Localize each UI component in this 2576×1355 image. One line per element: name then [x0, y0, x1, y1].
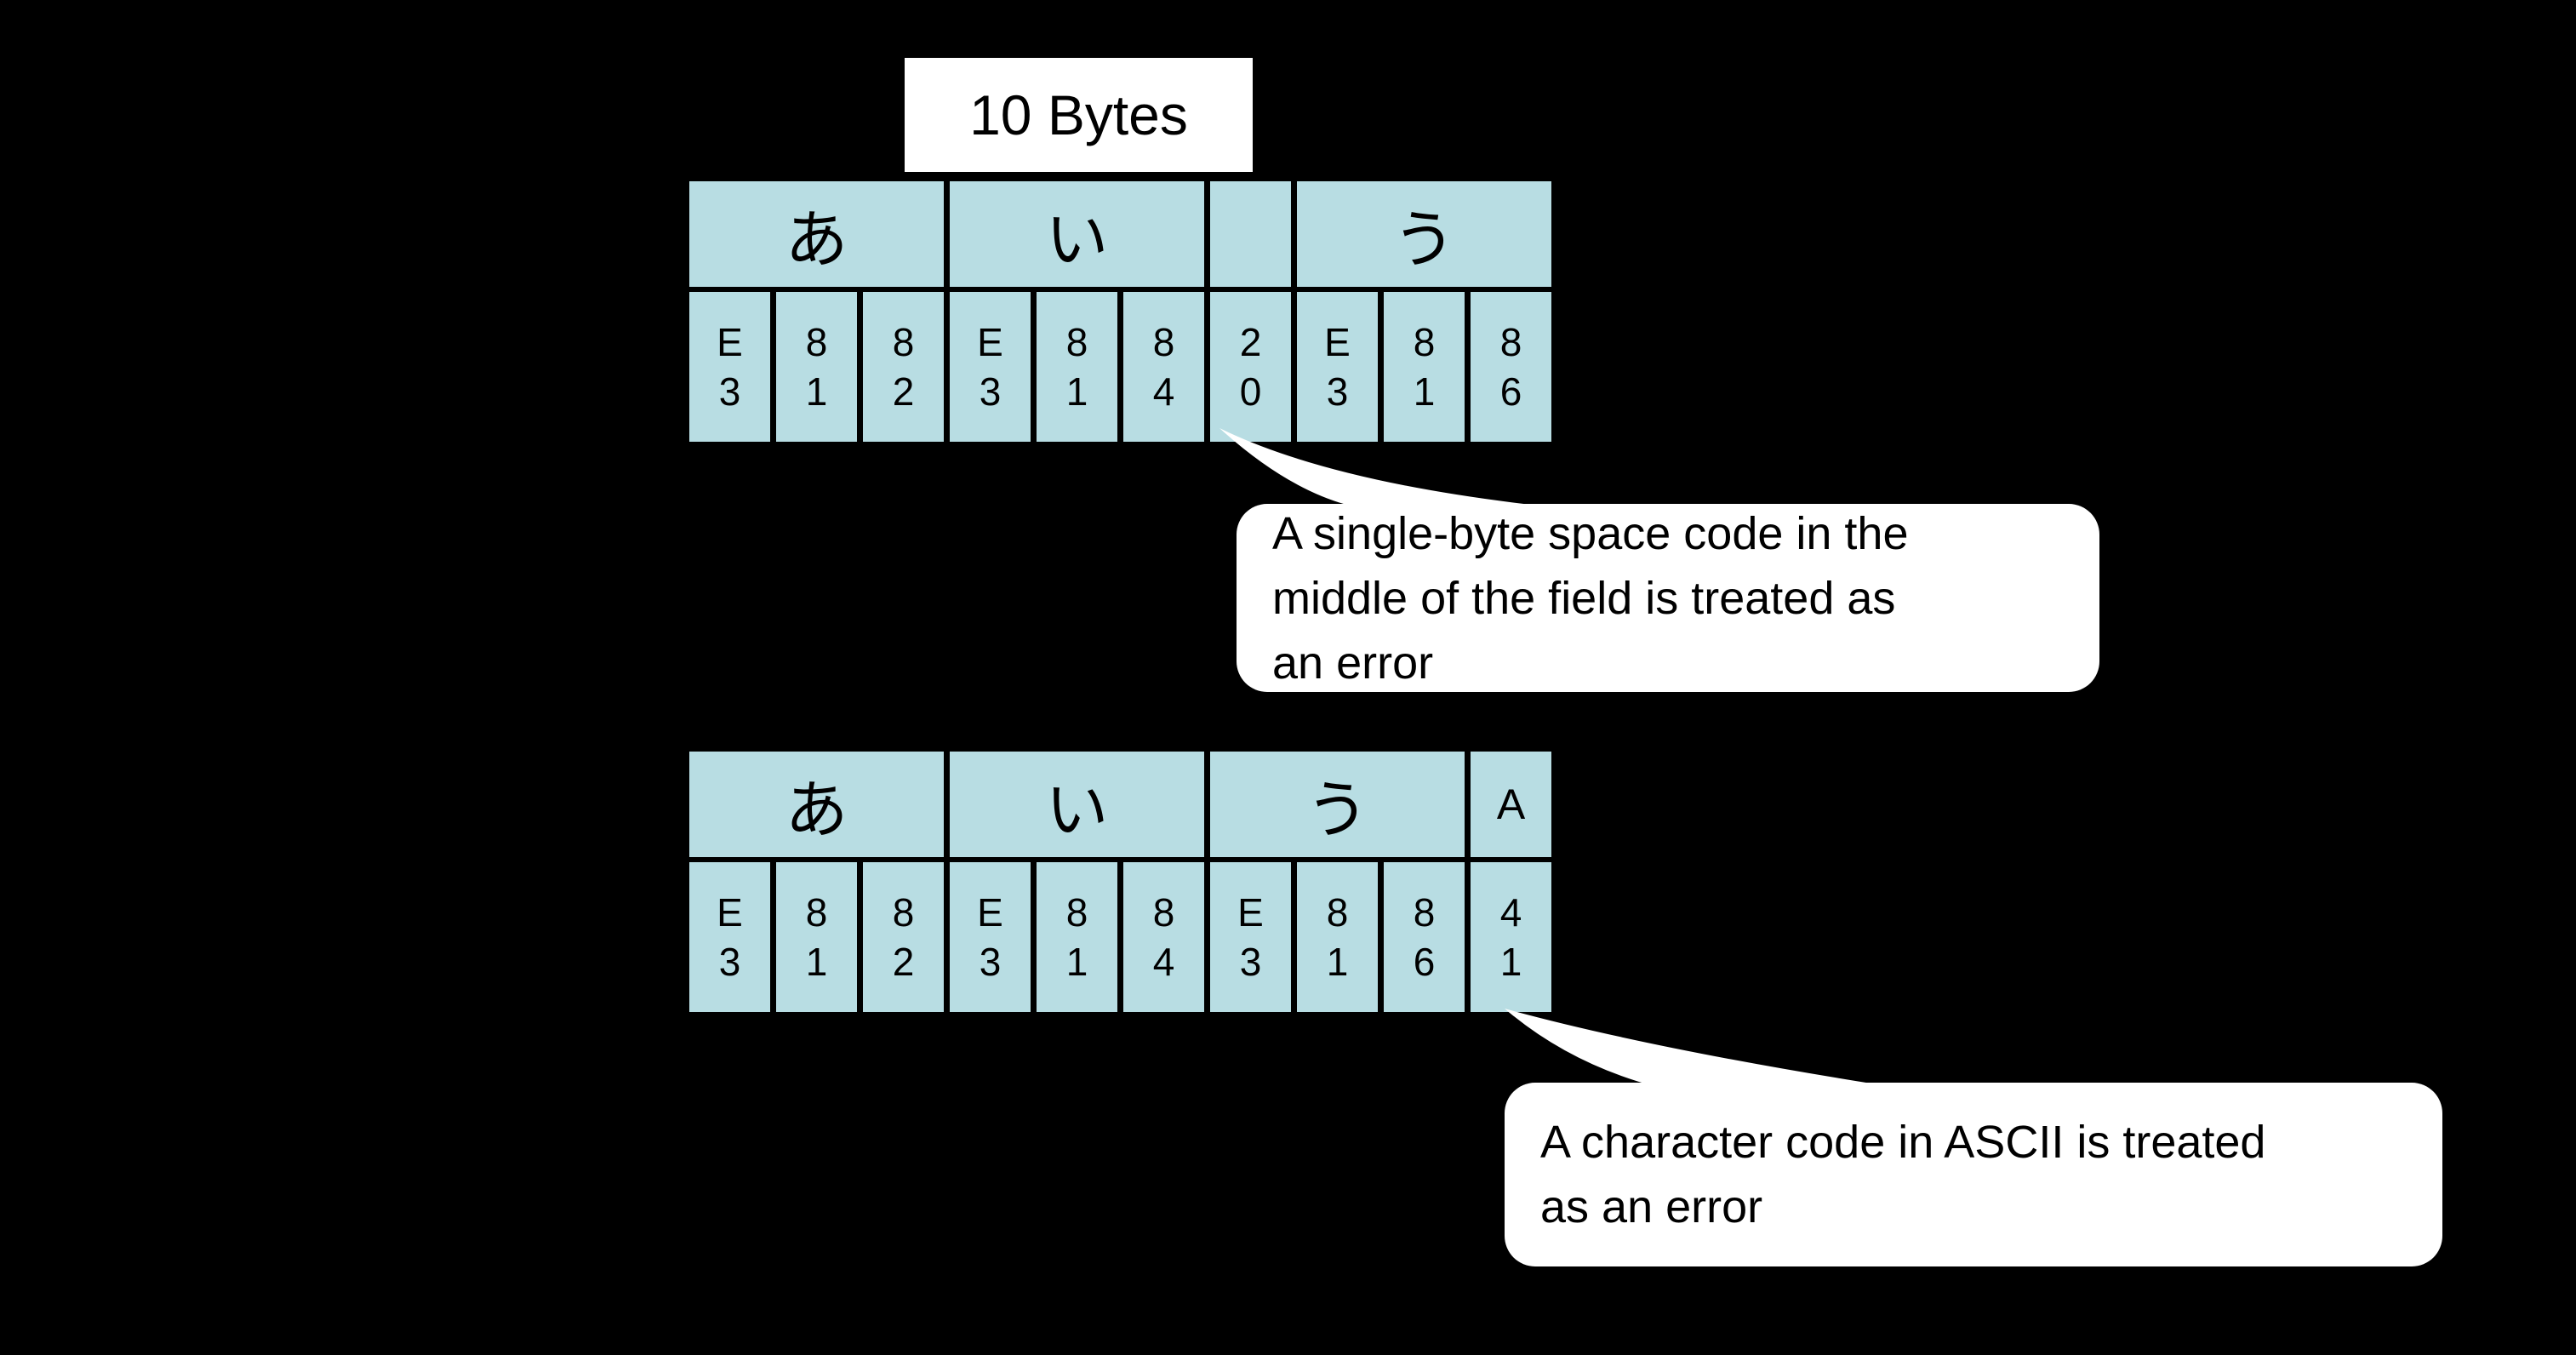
byte-cell: E3	[689, 292, 770, 442]
byte-cell: 82	[863, 862, 944, 1012]
byte-value: E3	[717, 320, 743, 414]
byte-value: 84	[1152, 890, 1175, 984]
byte-value: 81	[1065, 890, 1088, 984]
byte-table-space-error: あ い う E3 81 82 E3 81 84 20 E3 81 86	[689, 181, 1551, 442]
byte-value: 86	[1499, 320, 1522, 414]
header-cell-a: あ	[689, 181, 944, 287]
byte-cell-ascii-code: 41	[1471, 862, 1551, 1012]
header-cell-u: う	[1210, 752, 1465, 857]
callout-line: an error	[1272, 637, 1434, 689]
byte-value: 20	[1239, 320, 1262, 414]
byte-cell: 84	[1123, 862, 1204, 1012]
callout-ascii-error: A character code in ASCII is treated as …	[1505, 1083, 2442, 1266]
callout-line: A character code in ASCII is treated	[1540, 1117, 2266, 1168]
byte-count-label: 10 Bytes	[969, 83, 1188, 146]
byte-cell: E3	[689, 862, 770, 1012]
byte-value: 82	[892, 890, 915, 984]
byte-value: E3	[717, 890, 743, 984]
header-cell-ascii-a: A	[1471, 752, 1551, 857]
header-cell-i: い	[950, 752, 1204, 857]
byte-value: 84	[1152, 320, 1175, 414]
byte-value: 81	[805, 890, 828, 984]
byte-cell: E3	[1210, 862, 1291, 1012]
header-label: A	[1496, 780, 1526, 828]
header-label: い	[1045, 774, 1109, 845]
byte-cell: E3	[950, 292, 1031, 442]
byte-cell: 81	[776, 862, 857, 1012]
header-cell-a: あ	[689, 752, 944, 857]
header-label: う	[1392, 203, 1456, 275]
header-cell-u: う	[1297, 181, 1551, 287]
header-label: あ	[785, 203, 848, 275]
byte-cell: E3	[1297, 292, 1378, 442]
byte-value: E3	[977, 320, 1003, 414]
byte-cell: 81	[1297, 862, 1378, 1012]
byte-value: E3	[1324, 320, 1351, 414]
byte-value: 41	[1499, 890, 1522, 984]
header-label: い	[1045, 203, 1109, 275]
byte-cell: 82	[863, 292, 944, 442]
byte-value: 81	[1065, 320, 1088, 414]
byte-cell: 81	[776, 292, 857, 442]
callout-line: as an error	[1540, 1181, 1763, 1232]
byte-value: E3	[1237, 890, 1264, 984]
byte-value: 81	[1413, 320, 1436, 414]
byte-value: 86	[1413, 890, 1436, 984]
callout-line: A single-byte space code in the	[1272, 507, 1909, 559]
byte-value: 82	[892, 320, 915, 414]
callout-space-error: A single-byte space code in the middle o…	[1237, 504, 2099, 692]
byte-count-label-box: 10 Bytes	[905, 58, 1253, 172]
header-label: あ	[785, 774, 848, 845]
byte-cell: E3	[950, 862, 1031, 1012]
byte-cell: 86	[1384, 862, 1465, 1012]
byte-cell-space-code: 20	[1210, 292, 1291, 442]
byte-cell: 81	[1384, 292, 1465, 442]
byte-table-ascii-error: あ い う A E3 81 82 E3 81 84 E3 81 86 41	[689, 752, 1551, 1012]
byte-value: E3	[977, 890, 1003, 984]
byte-cell: 81	[1037, 862, 1117, 1012]
byte-value: 81	[805, 320, 828, 414]
header-label: う	[1305, 774, 1369, 845]
header-cell-i: い	[950, 181, 1204, 287]
callout-pointer-ascii-error	[1505, 1009, 1915, 1090]
byte-value: 81	[1326, 890, 1349, 984]
byte-cell: 81	[1037, 292, 1117, 442]
byte-cell: 84	[1123, 292, 1204, 442]
header-cell-blank	[1210, 181, 1291, 287]
byte-cell: 86	[1471, 292, 1551, 442]
callout-line: middle of the field is treated as	[1272, 572, 1896, 624]
